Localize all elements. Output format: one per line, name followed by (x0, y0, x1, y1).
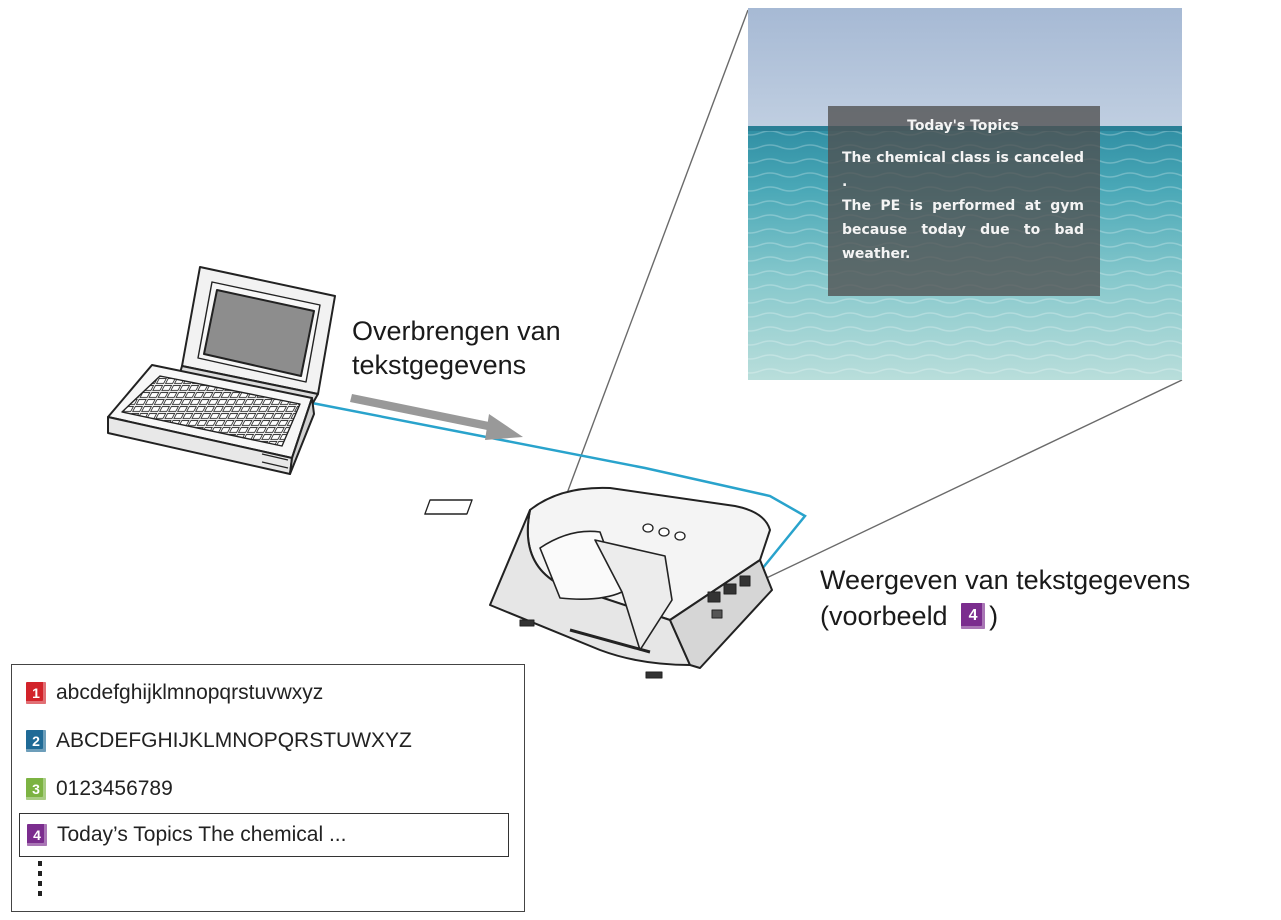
display-label-line1: Weergeven van tekstgegevens (820, 562, 1190, 598)
laptop-icon (108, 267, 335, 474)
overlay-body: The chemical class is canceled . The PE … (842, 146, 1084, 266)
list-badge-4: 4 (27, 824, 47, 846)
display-label-prefix: (voorbeeld (820, 601, 955, 631)
list-item-4-selected[interactable]: 4 Today’s Topics The chemical ... (19, 813, 509, 857)
transfer-arrow (350, 394, 523, 440)
list-item-2[interactable]: 2 ABCDEFGHIJKLMNOPQRSTUWXYZ (26, 723, 412, 759)
projected-text-overlay: Today's Topics The chemical class is can… (828, 106, 1100, 296)
projector-icon (425, 488, 772, 678)
display-label-line2: (voorbeeld 4) (820, 598, 1190, 634)
list-badge-3: 3 (26, 778, 46, 800)
list-badge-1: 1 (26, 682, 46, 704)
display-label-suffix: ) (989, 601, 998, 631)
display-label: Weergeven van tekstgegevens (voorbeeld 4… (820, 562, 1190, 634)
overlay-title: Today's Topics (842, 118, 1084, 134)
list-item-text: ABCDEFGHIJKLMNOPQRSTUWXYZ (56, 729, 412, 753)
example-badge-4: 4 (961, 603, 985, 629)
list-item-text: 0123456789 (56, 777, 173, 801)
list-item-1[interactable]: 1 abcdefghijklmnopqrstuvwxyz (26, 675, 323, 711)
list-item-3[interactable]: 3 0123456789 (26, 771, 173, 807)
list-item-text: Today’s Topics The chemical ... (57, 823, 346, 847)
text-data-list: 1 abcdefghijklmnopqrstuvwxyz 2 ABCDEFGHI… (11, 664, 525, 912)
more-items-ellipsis (38, 861, 42, 901)
list-item-text: abcdefghijklmnopqrstuvwxyz (56, 681, 323, 705)
transfer-label: Overbrengen van tekstgegevens (352, 314, 561, 382)
list-badge-2: 2 (26, 730, 46, 752)
